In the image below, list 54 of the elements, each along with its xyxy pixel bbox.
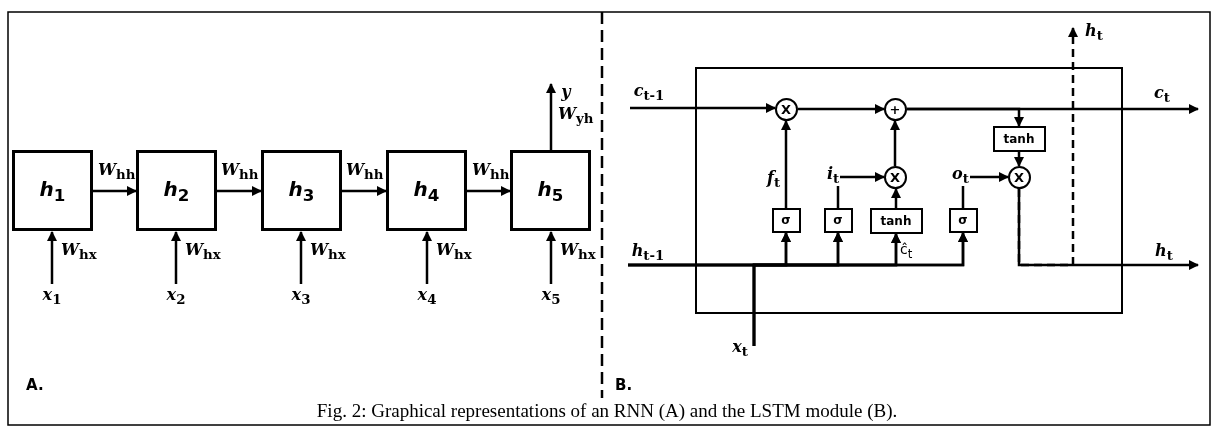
- arrow: [1014, 152, 1024, 167]
- arrow: [752, 232, 968, 346]
- arrow: [296, 231, 306, 284]
- multiply-node: X: [774, 97, 798, 121]
- input-label: x$_{4}$: [412, 284, 442, 308]
- arrow: [961, 172, 1009, 208]
- variable-label: ĉ$_{t}$: [900, 241, 913, 261]
- panel-label: B.: [615, 376, 633, 394]
- tanh-box: tanh: [992, 125, 1046, 152]
- add-node: +: [883, 97, 907, 121]
- arrow: [891, 188, 901, 208]
- figure-caption: Fig. 2: Graphical representations of an RNN (A) and the LSTM module (B).: [315, 400, 899, 422]
- arrow: [1017, 27, 1078, 267]
- arrow: [93, 186, 137, 196]
- arrow: [47, 231, 57, 284]
- arrow: [630, 103, 776, 113]
- sigmoid-gate-box: σ: [771, 207, 801, 233]
- arrow: [781, 120, 791, 208]
- hidden-state-box: h$_{5}$: [510, 150, 591, 231]
- cell-state-label: c$_{t-1}$: [630, 80, 668, 104]
- arrow: [907, 107, 1024, 127]
- arrow: [546, 231, 556, 284]
- input-label: x$_{1}$: [37, 284, 67, 308]
- cell-state-label: c$_{t}$: [1148, 82, 1176, 106]
- input-label: x$_{3}$: [286, 284, 316, 308]
- hidden-state-box: h$_{1}$: [12, 150, 93, 231]
- sigmoid-gate-box: σ: [948, 207, 978, 233]
- arrow: [890, 120, 900, 166]
- hidden-state-label: h$_{t}$: [1080, 20, 1108, 44]
- arrow: [798, 104, 885, 114]
- hidden-state-box: h$_{3}$: [261, 150, 342, 231]
- edge-label: W$_{yh}$: [557, 104, 595, 127]
- output-label: y: [557, 80, 575, 102]
- arrow: [217, 186, 262, 196]
- edge-label: i$_{t}$: [826, 164, 841, 187]
- arrow: [546, 83, 556, 150]
- lstm-module-box: [695, 67, 1123, 314]
- arrow: [422, 231, 432, 284]
- sigmoid-gate-box: σ: [823, 207, 853, 233]
- input-label: x$_{t}$: [726, 336, 754, 360]
- panel-label: A.: [26, 376, 44, 394]
- arrow: [467, 186, 511, 196]
- hidden-state-box: h$_{4}$: [386, 150, 467, 231]
- tanh-box: tanh: [869, 207, 923, 234]
- hidden-state-box: h$_{2}$: [136, 150, 217, 231]
- arrow: [836, 172, 885, 208]
- arrow: [342, 186, 387, 196]
- hidden-state-label: h$_{t-1}$: [628, 240, 668, 264]
- input-label: x$_{2}$: [161, 284, 191, 308]
- hidden-state-label: h$_{t}$: [1150, 240, 1178, 264]
- multiply-node: X: [1007, 165, 1031, 189]
- multiply-node: X: [883, 165, 907, 189]
- input-label: x$_{5}$: [536, 284, 566, 308]
- arrow: [171, 231, 181, 284]
